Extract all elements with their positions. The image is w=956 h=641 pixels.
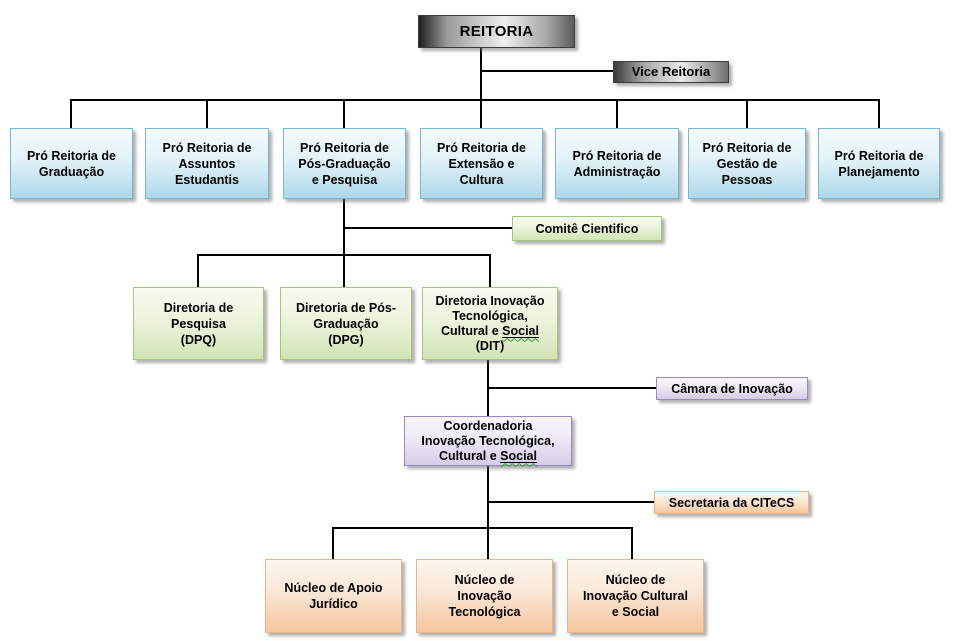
connector-comite-branch bbox=[343, 227, 513, 229]
connector-stub-graduacao bbox=[70, 99, 72, 129]
connector-stub-apoio-juridico bbox=[332, 527, 334, 560]
org-box-secretaria-citecs: Secretaria da CITeCS bbox=[654, 491, 809, 514]
org-box-label: Núcleo de Inovação Cultural e Social bbox=[583, 573, 688, 619]
connector-reitoria-stem bbox=[480, 47, 482, 101]
connector-coordenadoria-stem bbox=[487, 466, 489, 560]
org-box-nucleo-inovacao-cultural-social: Núcleo de Inovação Cultural e Social bbox=[567, 559, 704, 633]
org-box-pro-reitoria-extensao: Pró Reitoria de Extensão e Cultura bbox=[420, 128, 543, 199]
connector-vice-reitoria-branch bbox=[480, 70, 614, 72]
connector-secretaria-branch bbox=[487, 501, 655, 503]
connector-pos-graduacao-stem bbox=[343, 199, 345, 288]
org-box-label: Vice Reitoria bbox=[631, 64, 711, 79]
org-box-vice-reitoria: Vice Reitoria bbox=[613, 61, 729, 83]
spellcheck-underline: Social bbox=[500, 448, 537, 463]
connector-stub-gestao-pessoas bbox=[746, 99, 748, 129]
connector-stub-extensao bbox=[480, 99, 482, 129]
org-box-label: Diretoria de Pós- Graduação (DPG) bbox=[295, 300, 397, 347]
org-box-pro-reitoria-administracao: Pró Reitoria de Administração bbox=[555, 128, 679, 199]
org-box-diretoria-pos-graduacao-dpg: Diretoria de Pós- Graduação (DPG) bbox=[280, 287, 412, 360]
connector-diretorias-bar bbox=[197, 254, 491, 256]
org-box-label: Pró Reitoria de Extensão e Cultura bbox=[437, 140, 526, 187]
org-box-label: Diretoria de Pesquisa (DPQ) bbox=[163, 300, 234, 347]
connector-stub-assuntos-estudantis bbox=[206, 99, 208, 129]
spellcheck-underline: Social bbox=[502, 323, 539, 338]
org-box-pro-reitoria-planejamento: Pró Reitoria de Planejamento bbox=[818, 128, 940, 199]
org-box-camara-inovacao: Câmara de Inovação bbox=[656, 377, 808, 400]
org-box-pro-reitoria-assuntos-estudantis: Pró Reitoria de Assuntos Estudantis bbox=[145, 128, 269, 199]
org-box-label: Câmara de Inovação bbox=[671, 381, 793, 396]
org-box-label: Pró Reitoria de Assuntos Estudantis bbox=[162, 140, 252, 187]
connector-stub-administracao bbox=[616, 99, 618, 129]
org-box-label: Núcleo de Apoio Jurídico bbox=[284, 581, 383, 611]
org-box-pro-reitoria-pos-graduacao: Pró Reitoria de Pós-Graduação e Pesquisa bbox=[283, 128, 406, 199]
org-box-label: Secretaria da CITeCS bbox=[668, 495, 795, 510]
org-box-nucleo-inovacao-tecnologica: Núcleo de Inovação Tecnológica bbox=[416, 559, 553, 633]
connector-stub-dit bbox=[489, 254, 491, 288]
connector-stub-inovacao-cultural bbox=[631, 527, 633, 560]
org-box-label: Pró Reitoria de Administração bbox=[572, 148, 662, 179]
org-box-label: Pró Reitoria de Pós-Graduação e Pesquisa bbox=[298, 140, 391, 187]
org-box-label: Pró Reitoria de Graduação bbox=[27, 148, 116, 179]
org-box-label: Pró Reitoria de Gestão de Pessoas bbox=[702, 140, 792, 187]
org-box-pro-reitoria-graduacao: Pró Reitoria de Graduação bbox=[10, 128, 133, 199]
org-box-diretoria-pesquisa-dpq: Diretoria de Pesquisa (DPQ) bbox=[133, 287, 264, 360]
org-box-label: Comitê Cientifico bbox=[535, 221, 639, 236]
org-box-reitoria: REITORIA bbox=[418, 15, 575, 48]
connector-stub-dpq bbox=[197, 254, 199, 288]
org-box-label: Núcleo de Inovação Tecnológica bbox=[448, 573, 521, 619]
org-box-nucleo-apoio-juridico: Núcleo de Apoio Jurídico bbox=[265, 559, 402, 633]
connector-camara-branch bbox=[487, 387, 657, 389]
connector-stub-pos-graduacao bbox=[343, 99, 345, 129]
org-box-label: Pró Reitoria de Planejamento bbox=[834, 148, 924, 179]
connector-pro-reitorias-bar bbox=[70, 99, 880, 101]
org-box-label: REITORIA bbox=[459, 22, 534, 40]
connector-nucleos-bar bbox=[332, 527, 633, 529]
org-box-comite-cientifico: Comitê Cientifico bbox=[512, 216, 662, 241]
org-box-pro-reitoria-gestao-pessoas: Pró Reitoria de Gestão de Pessoas bbox=[688, 128, 806, 199]
connector-stub-planejamento bbox=[878, 99, 880, 129]
